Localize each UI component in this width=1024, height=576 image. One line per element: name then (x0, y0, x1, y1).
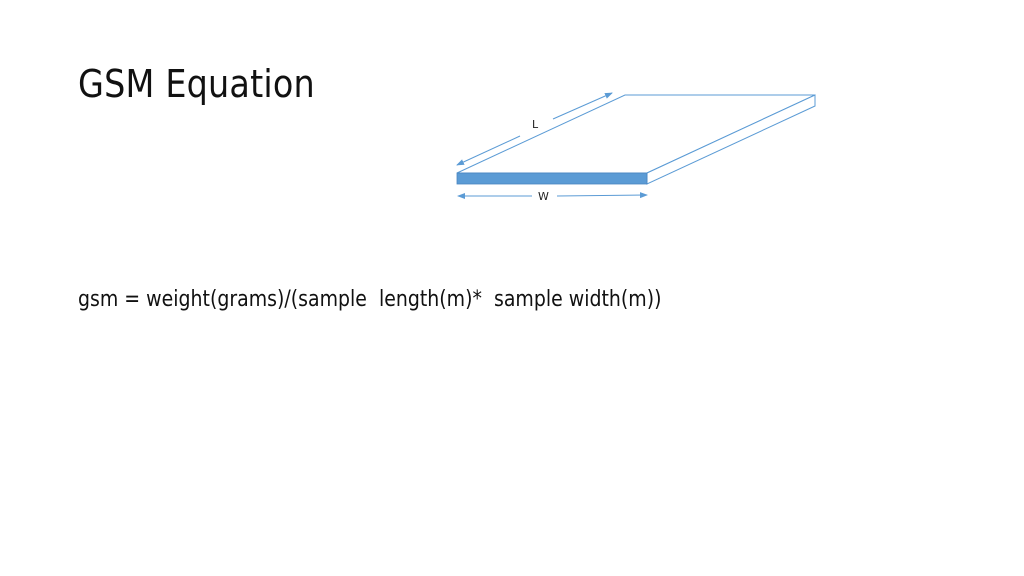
length-arrow (456, 92, 613, 166)
gsm-equation: gsm = weight(grams)/(sample length(m)* s… (78, 287, 662, 312)
width-label: W (538, 190, 549, 203)
length-label: L (532, 118, 539, 131)
sheet-front-face (456, 172, 648, 185)
slide-title: GSM Equation (78, 62, 315, 106)
width-arrow (457, 192, 648, 199)
sheet-top-face (456, 94, 816, 174)
